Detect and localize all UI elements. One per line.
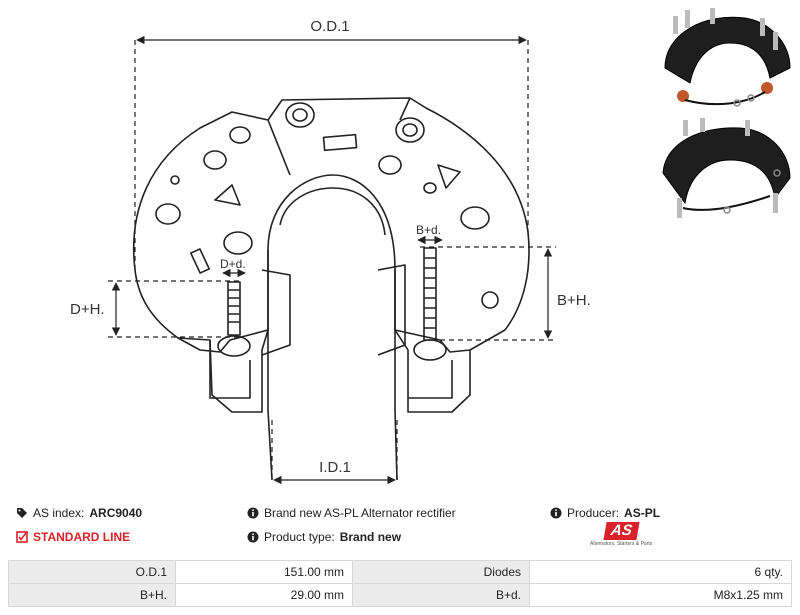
standard-line-label: STANDARD LINE: [33, 530, 131, 544]
spec-key: Diodes: [352, 560, 530, 584]
spec-value: 151.00 mm: [175, 560, 353, 584]
product-type-value: Brand new: [339, 530, 402, 544]
product-type-label: Product type:: [264, 530, 335, 544]
standard-line: STANDARD LINE: [16, 530, 130, 544]
left-bracket: [177, 329, 269, 413]
tag-icon: [17, 508, 27, 518]
product-type: Product type: Brand new: [247, 530, 401, 544]
dh-dimension-label: D+H.: [70, 301, 105, 318]
info-icon: [247, 531, 259, 543]
checkbox-icon: [16, 531, 28, 543]
description: Brand new AS-PL Alternator rectifier: [247, 506, 456, 520]
product-photo-bottom: [662, 118, 791, 218]
dd-dimension-label: D+d.: [220, 257, 246, 271]
spec-key: O.D.1: [8, 560, 176, 584]
right-bracket: [394, 329, 471, 413]
logo-tagline: Alternators, Starters & Parts: [590, 541, 653, 547]
as-pl-logo: AS Alternators, Starters & Parts: [590, 522, 652, 554]
info-icon: [550, 507, 562, 519]
as-index-label: AS index:: [33, 506, 85, 520]
bh-dimension-label: B+H.: [557, 292, 591, 309]
spec-value: 29.00 mm: [175, 583, 353, 607]
table-row: O.D.1 151.00 mm Diodes 6 qty.: [8, 560, 792, 584]
info-icon: [247, 507, 259, 519]
producer: Producer: AS-PL: [550, 506, 660, 520]
spec-value: 6 qty.: [529, 560, 792, 584]
table-row: B+H. 29.00 mm B+d. M8x1.25 mm: [8, 583, 792, 607]
as-index-value: ARC9040: [89, 506, 143, 520]
product-photo-top: [664, 8, 791, 107]
description-text: Brand new AS-PL Alternator rectifier: [264, 506, 456, 520]
producer-label: Producer:: [567, 506, 620, 520]
producer-value: AS-PL: [624, 506, 661, 520]
spec-key: B+d.: [352, 583, 530, 607]
od-dimension-label: O.D.1: [310, 18, 349, 35]
logo-mark: AS: [602, 522, 640, 540]
as-index: AS index: ARC9040: [16, 506, 142, 520]
rectifier-technical-drawing: O.D.1 I.D.1 D+H. B+H. D+d. B+d.: [70, 18, 591, 485]
spec-key: B+H.: [8, 583, 176, 607]
spec-value: M8x1.25 mm: [529, 583, 792, 607]
specs-table: O.D.1 151.00 mm Diodes 6 qty. B+H. 29.00…: [8, 560, 792, 607]
id-dimension-label: I.D.1: [319, 459, 351, 476]
bd-dimension-label: B+d.: [416, 223, 441, 237]
product-info: AS index: ARC9040 STANDARD LINE Brand ne…: [0, 500, 800, 560]
